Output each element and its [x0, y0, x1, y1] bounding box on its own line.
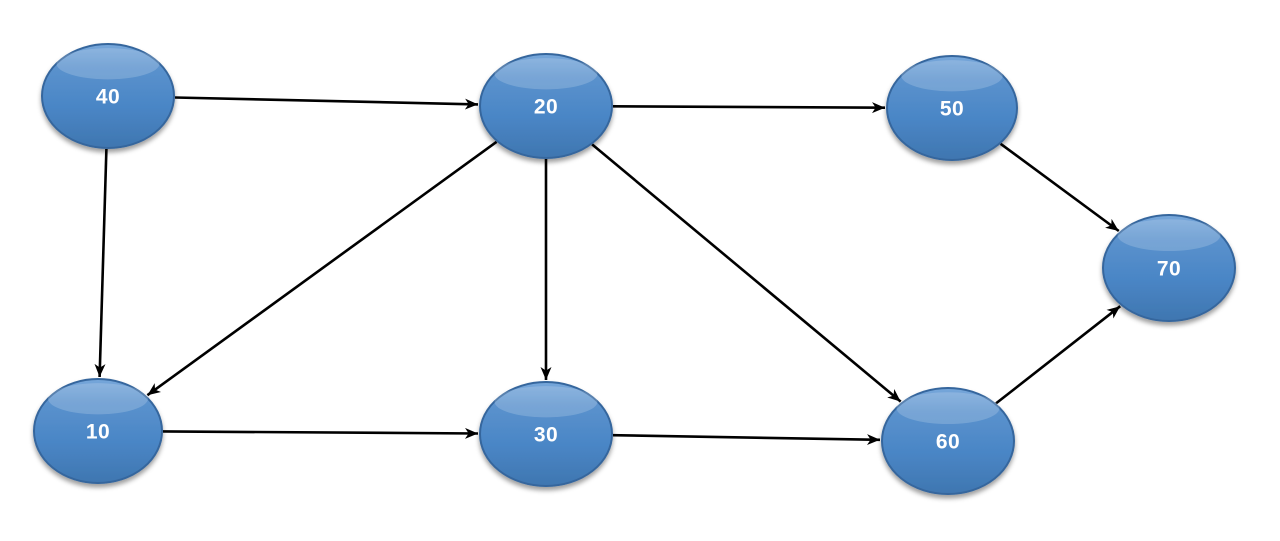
node-gloss-20 [494, 58, 598, 90]
node-gloss-60 [896, 392, 1000, 425]
graph-edge-20-to-60 [591, 143, 902, 403]
node-gloss-10 [48, 383, 148, 415]
node-label-20: 20 [534, 96, 558, 119]
graph-edge-10-to-30 [162, 427, 479, 439]
graph-edge-30-to-60 [612, 433, 881, 446]
graph-node-60: 60 [881, 387, 1015, 495]
graph-edge-20-to-50 [612, 102, 886, 114]
node-label-30: 30 [534, 424, 558, 447]
node-label-70: 70 [1157, 258, 1181, 281]
node-ellipse-40 [41, 43, 175, 149]
node-gloss-40 [56, 48, 160, 80]
node-layer: 40 20 50 70 10 30 60 [33, 43, 1236, 495]
node-label-40: 40 [96, 86, 120, 109]
node-gloss-30 [494, 386, 598, 418]
graph-node-70: 70 [1102, 214, 1236, 322]
graph-edge-20-to-10 [146, 140, 498, 397]
node-ellipse-20 [479, 53, 613, 159]
graph-node-40: 40 [41, 43, 175, 149]
edge-layer [94, 96, 1122, 446]
graph-node-50: 50 [886, 55, 1018, 161]
graph-edge-50-to-70 [999, 142, 1120, 233]
graph-node-20: 20 [479, 53, 613, 159]
node-ellipse-70 [1102, 214, 1236, 322]
node-label-50: 50 [940, 98, 964, 121]
graph-edge-40-to-20 [174, 96, 479, 110]
graph-edge-60-to-70 [995, 305, 1122, 405]
node-gloss-50 [901, 60, 1003, 92]
graph-node-30: 30 [479, 381, 613, 487]
node-ellipse-30 [479, 381, 613, 487]
node-label-60: 60 [936, 431, 960, 454]
node-ellipse-10 [33, 378, 163, 484]
graph-edge-40-to-10 [94, 148, 108, 378]
node-gloss-70 [1117, 219, 1221, 252]
node-ellipse-50 [886, 55, 1018, 161]
node-label-10: 10 [86, 421, 110, 444]
node-ellipse-60 [881, 387, 1015, 495]
graph-node-10: 10 [33, 378, 163, 484]
